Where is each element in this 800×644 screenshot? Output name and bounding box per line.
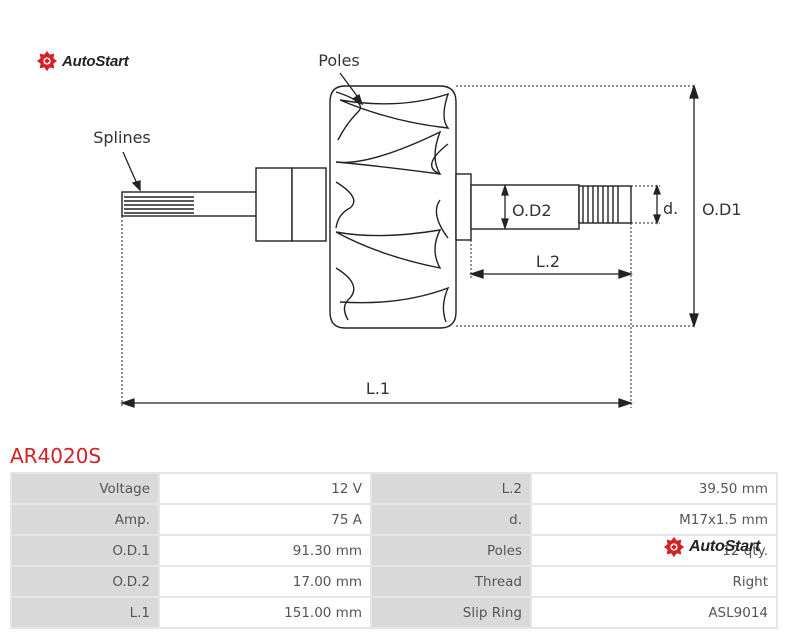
flange [455, 173, 472, 241]
table-row: L.1 151.00 mm Slip Ring ASL9014 [12, 598, 776, 627]
spec-value: Right [532, 567, 776, 596]
splines-label: Splines [93, 128, 151, 147]
table-row: O.D.2 17.00 mm Thread Right [12, 567, 776, 596]
spec-key: O.D.2 [12, 567, 158, 596]
d-label: d. [663, 199, 678, 218]
table-row: Voltage 12 V L.2 39.50 mm [12, 474, 776, 503]
spec-key: Amp. [12, 505, 158, 534]
autostart-logo: AutoStart [663, 536, 760, 558]
claw-pole [431, 143, 449, 175]
claw-pole [335, 267, 355, 321]
spec-key: L.1 [12, 598, 158, 627]
table-row: Amp. 75 A d. M17x1.5 mm [12, 505, 776, 534]
gear-logo-icon [663, 536, 685, 558]
spec-value: 151.00 mm [160, 598, 370, 627]
poles-label: Poles [318, 51, 360, 70]
claw-pole [335, 229, 442, 269]
logo-wordmark: AutoStart [689, 538, 761, 555]
od1-label: O.D1 [702, 200, 742, 219]
spec-value: 12 qty. [532, 536, 776, 565]
rear-shaft [470, 184, 580, 230]
logo-wordmark: AutoStart [62, 52, 129, 70]
threaded-end [578, 185, 632, 224]
spec-value: 75 A [160, 505, 370, 534]
spec-value: M17x1.5 mm [532, 505, 776, 534]
spec-key: O.D.1 [12, 536, 158, 565]
part-number: AR4020S [10, 444, 102, 468]
claw-pole [335, 91, 362, 141]
rotor-diagram: Poles Splines O.D2 d. O.D1 L.2 L.1 [93, 51, 742, 408]
bearing-collar [291, 167, 327, 242]
claw-pole [435, 199, 449, 239]
claw-pole [335, 181, 355, 229]
spec-value: 91.30 mm [160, 536, 370, 565]
autostart-logo: AutoStart [36, 50, 129, 72]
spec-key: Voltage [12, 474, 158, 503]
spec-key: Slip Ring [372, 598, 530, 627]
od2-label: O.D2 [512, 201, 552, 220]
spec-key: L.2 [372, 474, 530, 503]
spec-key: Poles [372, 536, 530, 565]
claw-pole [339, 92, 450, 129]
l1-label: L.1 [366, 379, 390, 398]
l2-label: L.2 [536, 252, 560, 271]
spec-value: 39.50 mm [532, 474, 776, 503]
table-row: O.D.1 91.30 mm Poles 12 qty. [12, 536, 776, 565]
spec-value: 12 V [160, 474, 370, 503]
claw-pole [339, 286, 450, 323]
spec-value: ASL9014 [532, 598, 776, 627]
spec-key: d. [372, 505, 530, 534]
spec-table: Voltage 12 V L.2 39.50 mm Amp. 75 A d. M… [10, 472, 778, 629]
pole-body [329, 85, 457, 329]
spec-key: Thread [372, 567, 530, 596]
gear-logo-icon [36, 50, 58, 72]
bearing-collar [255, 167, 293, 242]
spec-value: 17.00 mm [160, 567, 370, 596]
